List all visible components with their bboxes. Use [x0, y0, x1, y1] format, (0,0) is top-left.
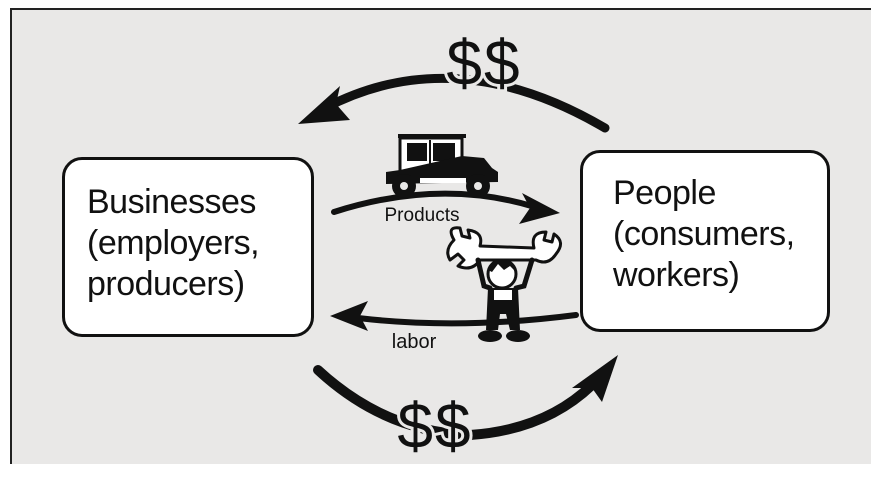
businesses-box: Businesses (employers, producers)	[62, 157, 314, 337]
products-flow-arrow	[331, 190, 560, 224]
money-label-bottom: $$	[397, 390, 472, 462]
money-label-top: $$	[446, 27, 521, 99]
car-icon	[386, 134, 498, 198]
people-label-line1: People	[613, 174, 716, 212]
products-label: Products	[385, 205, 460, 226]
money-flow-bottom-arrow	[313, 355, 618, 441]
people-label-line2: (consumers,	[613, 215, 795, 253]
labor-label: labor	[392, 331, 437, 353]
businesses-label-line3: producers)	[87, 265, 245, 303]
people-label: People (consumers, workers)	[613, 173, 795, 296]
money-flow-top-arrow	[298, 73, 610, 133]
worker-with-wrench-icon	[446, 226, 562, 342]
people-label-line3: workers)	[613, 256, 740, 294]
businesses-label-line2: (employers,	[87, 224, 260, 262]
people-box: People (consumers, workers)	[580, 150, 830, 332]
businesses-label: Businesses (employers, producers)	[87, 182, 260, 305]
labor-flow-arrow	[330, 301, 579, 331]
businesses-label-line1: Businesses	[87, 183, 256, 221]
